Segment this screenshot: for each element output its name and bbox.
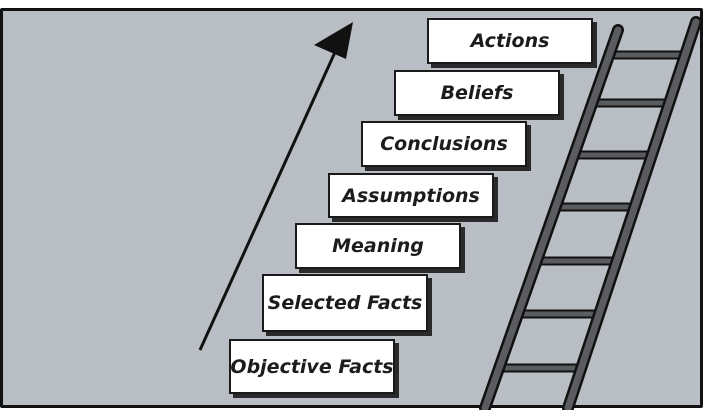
step-meaning: Meaning — [295, 223, 461, 269]
step-label: Actions — [470, 30, 550, 52]
step-label: Selected Facts — [267, 292, 423, 314]
ladder-left-rail — [481, 26, 622, 410]
step-selected-facts: Selected Facts — [262, 274, 428, 332]
step-beliefs: Beliefs — [394, 70, 560, 116]
step-assumptions: Assumptions — [328, 173, 494, 218]
step-label: Conclusions — [380, 133, 508, 155]
step-label: Beliefs — [440, 82, 514, 104]
ladder-right-rail — [564, 18, 700, 410]
step-conclusions: Conclusions — [361, 121, 527, 167]
step-label: Meaning — [332, 235, 424, 257]
step-label: Objective Facts — [230, 355, 394, 378]
step-objective-facts: Objective Facts — [229, 339, 395, 394]
step-label: Assumptions — [342, 184, 480, 207]
step-actions: Actions — [427, 18, 593, 64]
